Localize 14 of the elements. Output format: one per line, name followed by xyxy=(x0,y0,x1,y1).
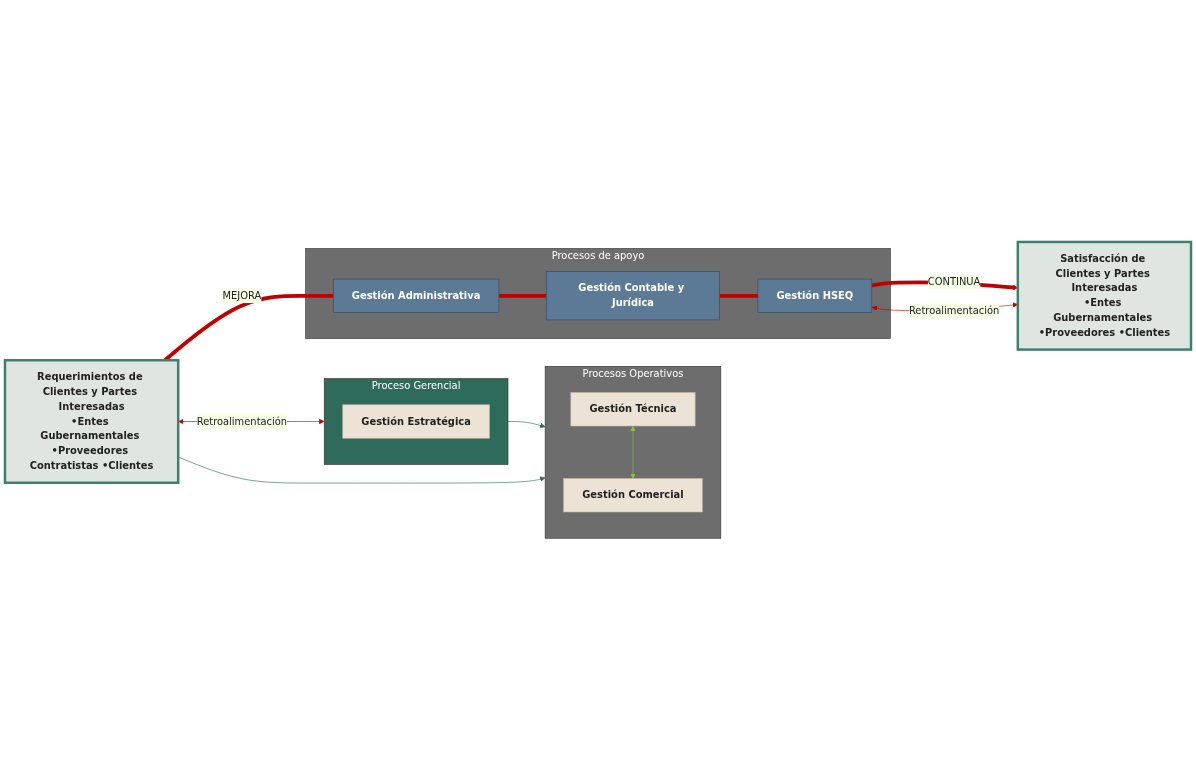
connector xyxy=(498,294,547,298)
node-box: Requerimientos de Clientes y Partes Interesadas •Entes Gubernamentales •Proveedores Contratistas •Clientes xyxy=(3,359,180,485)
node-box: Gestión Técnica xyxy=(570,392,696,427)
node-box: Gestión HSEQ xyxy=(757,279,873,314)
edge-label: Retroalimentación xyxy=(908,305,1000,317)
edge-label: MEJORA xyxy=(222,289,262,302)
edge-label: CONTINUA xyxy=(927,276,981,289)
edge-label: Retroalimentación xyxy=(196,415,288,428)
node-box: Gestión Administrativa xyxy=(333,279,500,314)
node-box: Gestión Comercial xyxy=(563,478,703,513)
node-box: Satisfacción de Clientes y Partes Interesadas •Entes Gubernamentales •Proveedores •Clientes xyxy=(1016,241,1193,352)
node-box: Gestión Estratégica xyxy=(342,404,490,439)
node-box: Gestión Contable y Jurídica xyxy=(546,271,720,321)
connector xyxy=(719,294,758,298)
